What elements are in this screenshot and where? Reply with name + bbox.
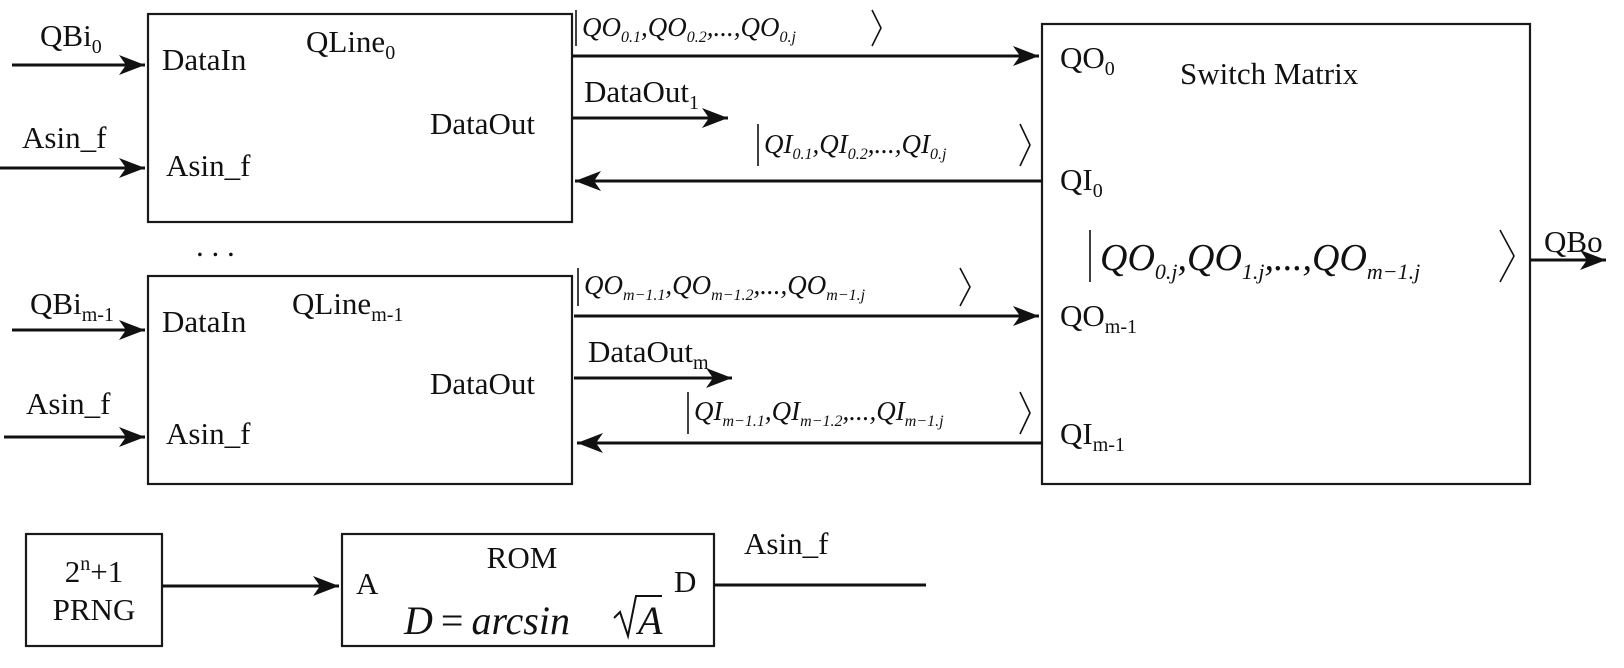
prng-line2: PRNG bbox=[53, 592, 136, 627]
qlinem1-title: QLinem-1 bbox=[292, 286, 403, 326]
rom-title: ROM bbox=[487, 540, 558, 575]
svg-text:QIm−1.1,QIm−1.2,...,QIm−1.j: QIm−1.1,QIm−1.2,...,QIm−1.j bbox=[694, 396, 944, 430]
qbo-label: QBo bbox=[1544, 224, 1603, 259]
rom-port-a: A bbox=[356, 566, 379, 601]
qlinem1-datain-port: DataIn bbox=[162, 304, 247, 339]
svg-text:QO0.j,QO1.j,...,QOm−1.j: QO0.j,QO1.j,...,QOm−1.j bbox=[1100, 237, 1420, 284]
port-qo0: QO0 bbox=[1060, 40, 1115, 80]
qline0-title: QLine0 bbox=[306, 24, 395, 64]
svg-text:QOm−1.1,QOm−1.2,...,QOm−1.j: QOm−1.1,QOm−1.2,...,QOm−1.j bbox=[584, 270, 866, 304]
ellipsis-label: . . . bbox=[196, 228, 235, 263]
asin-top-label: Asin_f bbox=[22, 120, 107, 155]
ket-output: QO0.j,QO1.j,...,QOm−1.j bbox=[1089, 229, 1515, 284]
svg-text:A: A bbox=[635, 598, 663, 643]
switch-matrix-title: Switch Matrix bbox=[1180, 56, 1359, 91]
prng-line1: 2n+1 bbox=[65, 553, 123, 589]
qline0-datain-port: DataIn bbox=[162, 42, 247, 77]
qline0-dataout-port: DataOut bbox=[430, 106, 535, 141]
asin-mid-label: Asin_f bbox=[26, 386, 111, 421]
switch-matrix-block bbox=[1040, 22, 1532, 486]
rom-block bbox=[340, 532, 716, 648]
svg-text:QO0.1,QO0.2,...,QO0.j: QO0.1,QO0.2,...,QO0.j bbox=[582, 12, 797, 46]
port-qim1: QIm-1 bbox=[1060, 416, 1125, 456]
port-qi0: QI0 bbox=[1060, 162, 1103, 202]
qline-0-block bbox=[146, 12, 574, 224]
ket-qom1: QOm−1.1,QOm−1.2,...,QOm−1.j bbox=[577, 267, 971, 307]
svg-text:QI0.1,QI0.2,...,QI0.j: QI0.1,QI0.2,...,QI0.j bbox=[764, 129, 947, 163]
qlinem1-asin-port: Asin_f bbox=[166, 416, 251, 451]
asin-rom-label: Asin_f bbox=[744, 526, 829, 561]
svg-text:D=arcsin: D=arcsin bbox=[403, 598, 570, 643]
dataoutm-label: DataOutm bbox=[588, 334, 709, 374]
ket-qo0: QO0.1,QO0.2,...,QO0.j bbox=[575, 9, 882, 47]
qbim1-label: QBim-1 bbox=[30, 286, 114, 326]
port-qom1: QOm-1 bbox=[1060, 298, 1137, 338]
rom-equation: D=arcsin A bbox=[403, 595, 663, 643]
prng-block bbox=[24, 532, 164, 648]
rom-port-d: D bbox=[674, 564, 696, 599]
qline-m-1-block bbox=[146, 274, 574, 486]
qline0-asin-port: Asin_f bbox=[166, 148, 251, 183]
qbi0-label: QBi0 bbox=[40, 18, 102, 58]
dataout1-label: DataOut1 bbox=[584, 74, 699, 114]
qlinem1-dataout-port: DataOut bbox=[430, 366, 535, 401]
ket-qi0: QI0.1,QI0.2,...,QI0.j bbox=[757, 123, 1031, 167]
ket-qim1: QIm−1.1,QIm−1.2,...,QIm−1.j bbox=[687, 391, 1031, 435]
